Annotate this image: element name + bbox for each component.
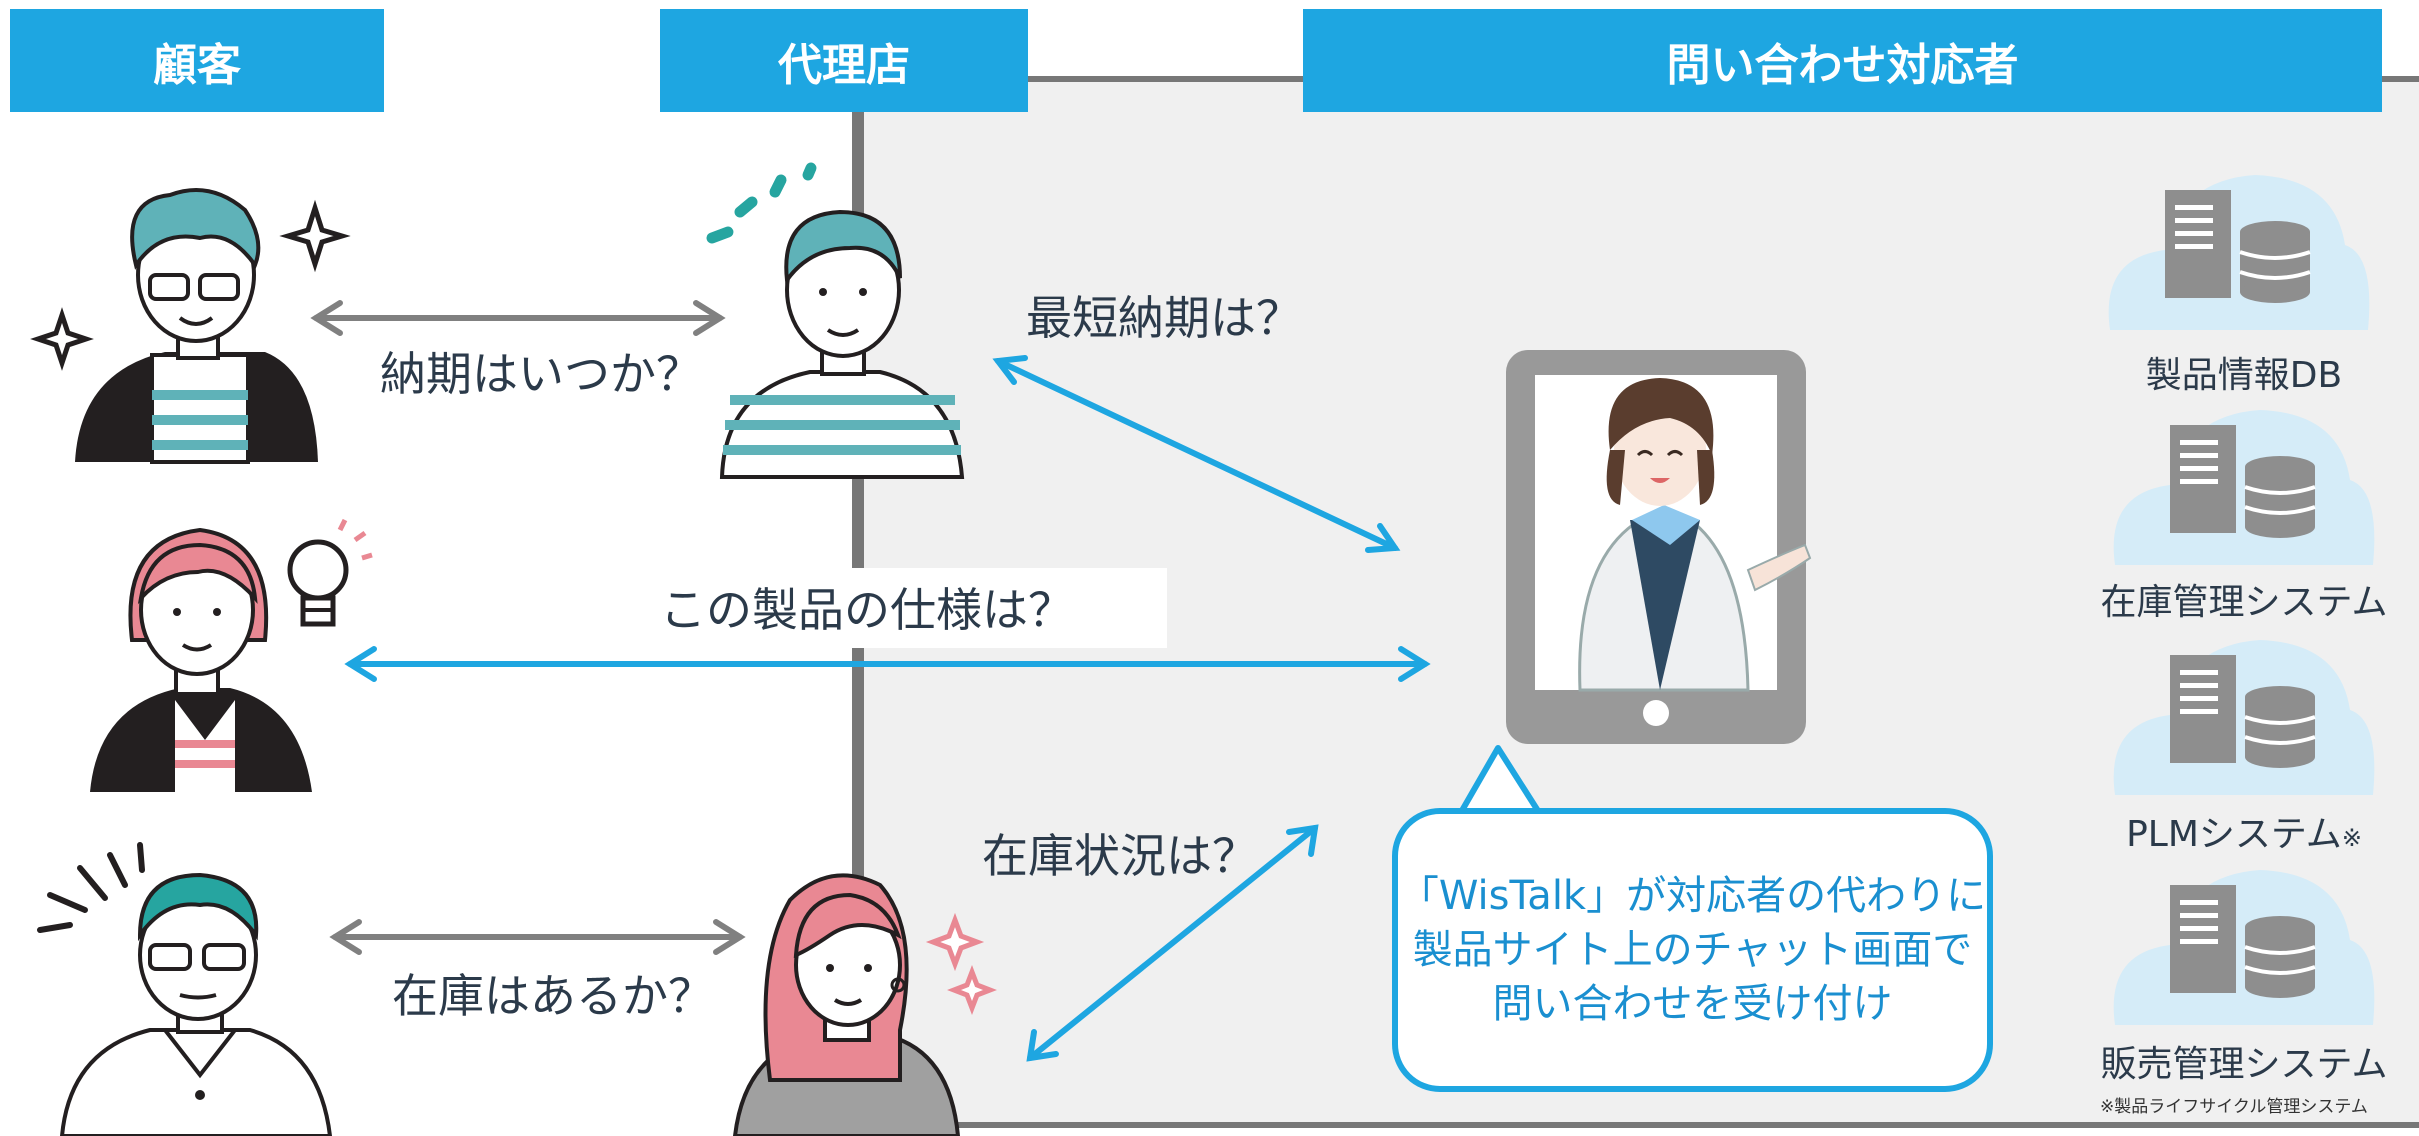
header-responder-label: 問い合わせ対応者 xyxy=(1666,39,2019,91)
arrow-agency-tablet-stock xyxy=(1026,824,1319,1062)
arrow-agency-tablet-shortest xyxy=(992,355,1401,553)
bubble-line-1: 「WisTalk」が対応者の代わりに xyxy=(1398,873,1987,919)
footnote: ※製品ライフサイクル管理システム xyxy=(2100,1097,2368,1117)
bubble-line-2: 製品サイト上のチャット画面で xyxy=(1412,927,1973,973)
speech-bubble-tail xyxy=(1457,745,1543,817)
agency-woman-illustration xyxy=(732,873,961,1136)
excitement-lines-icon xyxy=(706,162,817,244)
question-spec: この製品の仕様は？ xyxy=(630,568,1167,648)
header-customer-label: 顧客 xyxy=(153,39,241,91)
sparkle-icon xyxy=(925,912,985,972)
question-stock-status: 在庫状況は？ xyxy=(982,829,1258,883)
surprise-lines-icon xyxy=(37,842,145,933)
sparkle-icon xyxy=(279,199,351,273)
system-label-inventory: 在庫管理システム xyxy=(2100,582,2388,623)
sparkle-icon xyxy=(30,307,94,371)
question-delivery-date: 納期はいつか？ xyxy=(380,347,702,401)
system-label-sales: 販売管理システム xyxy=(2100,1044,2388,1085)
header-agency: 代理店 xyxy=(660,9,1028,112)
database-cloud-icon xyxy=(2113,410,2375,565)
arrow-customer-agency-delivery xyxy=(310,300,726,336)
arrow-customer-tablet-spec xyxy=(344,646,1431,682)
database-cloud-icon xyxy=(2113,870,2375,1025)
customer-woman-illustration xyxy=(90,527,312,792)
database-cloud-icon xyxy=(2113,640,2375,795)
header-agency-label: 代理店 xyxy=(778,39,910,91)
customer-man-glasses-illustration xyxy=(75,188,318,464)
customer-older-man-illustration xyxy=(59,872,333,1136)
bubble-line-3: 問い合わせを受け付け xyxy=(1492,981,1893,1027)
lightbulb-icon xyxy=(287,518,373,627)
database-cloud-icon xyxy=(2108,175,2370,330)
wistalk-character-avatar xyxy=(1578,378,1812,692)
arrow-customer-agency-stock xyxy=(329,919,746,955)
header-responder: 問い合わせ対応者 xyxy=(1303,9,2382,112)
sparkle-icon xyxy=(947,965,997,1015)
header-customer: 顧客 xyxy=(10,9,384,112)
wistalk-speech-bubble: 「WisTalk」が対応者の代わりに 製品サイト上のチャット画面で 問い合わせを… xyxy=(1392,808,1993,1092)
question-stock-availability: 在庫はあるか？ xyxy=(392,969,714,1023)
agency-man-illustration xyxy=(719,209,965,479)
footnote-mark: ※ xyxy=(2341,824,2362,852)
question-shortest-delivery: 最短納期は？ xyxy=(1026,291,1302,345)
system-label-product-db: 製品情報DB xyxy=(2145,355,2343,396)
system-label-plm: PLMシステム※ xyxy=(2126,814,2362,855)
